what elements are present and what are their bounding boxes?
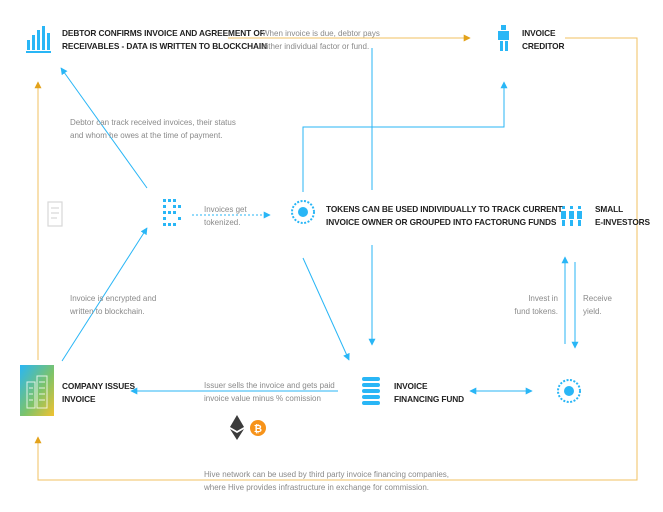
debtor-building-icon bbox=[26, 26, 51, 53]
debtor-track-note-line2: and whom he owes at the time of payment. bbox=[70, 131, 223, 140]
invoice-due-note: When invoice is due, debtor pays either … bbox=[262, 27, 380, 53]
fund-label-line2: FINANCING FUND bbox=[394, 394, 465, 404]
creditor-to-right-edge-line bbox=[34, 37, 638, 481]
tokens-label-line1: TOKENS CAN BE USED INDIVIDUALLY TO TRACK… bbox=[326, 204, 563, 214]
bitcoin-symbol: ₿ bbox=[254, 423, 262, 435]
invest-note-line1: Invest in bbox=[528, 294, 558, 303]
company-building-tile bbox=[20, 365, 54, 416]
tokenized-note-line2: tokenized. bbox=[204, 218, 241, 227]
debtor-label-line2: RECEIVABLES - DATA IS WRITTEN TO BLOCKCH… bbox=[62, 41, 267, 51]
tokens-to-fund-diagonal bbox=[302, 257, 350, 361]
investors-label-line2: E-INVESTORS bbox=[595, 217, 650, 227]
tokenizer-to-debtor-arrow bbox=[60, 67, 148, 189]
token-coin-icon bbox=[291, 200, 315, 224]
investors-label-line1: SMALL bbox=[595, 204, 624, 214]
invest-note-line2: fund tokens. bbox=[514, 307, 558, 316]
ethereum-icon bbox=[230, 415, 244, 440]
debtor-track-note: Debtor can track received invoices, thei… bbox=[70, 116, 236, 142]
fund-stack-icon bbox=[362, 377, 380, 405]
sells-note-line1: Issuer sells the invoice and gets paid bbox=[204, 381, 335, 390]
bitcoin-icon: ₿ bbox=[250, 420, 266, 436]
company-label-line2: INVOICE bbox=[62, 394, 96, 404]
gold-connectors bbox=[34, 34, 638, 481]
invoice-due-note-line1: When invoice is due, debtor pays bbox=[262, 29, 380, 38]
fund-label: INVOICE FINANCING FUND bbox=[394, 380, 464, 406]
creditor-label: INVOICE CREDITOR bbox=[522, 27, 564, 53]
debtor-label: DEBTOR CONFIRMS INVOICE AND AGREEMENT OF… bbox=[62, 27, 267, 53]
encrypted-note-line2: written to blockchain. bbox=[70, 307, 145, 316]
creditor-label-line1: INVOICE bbox=[522, 28, 556, 38]
sells-note: Issuer sells the invoice and gets paid i… bbox=[204, 379, 335, 405]
company-label: COMPANY ISSUES INVOICE bbox=[62, 380, 135, 406]
encrypted-note: Invoice is encrypted and written to bloc… bbox=[70, 292, 156, 318]
company-to-tokenizer-arrow bbox=[61, 227, 148, 362]
sells-note-line2: invoice value minus % comission bbox=[204, 394, 321, 403]
creditor-label-line2: CREDITOR bbox=[522, 41, 565, 51]
tokens-to-creditor-arrow bbox=[302, 81, 508, 192]
tokenized-note-line1: Invoices get bbox=[204, 205, 247, 214]
hive-note: Hive network can be used by third party … bbox=[204, 468, 449, 494]
invest-note: Invest in fund tokens. bbox=[500, 292, 558, 318]
investors-label: SMALL E-INVESTORS bbox=[595, 203, 650, 229]
tokenizer-chip-icon bbox=[163, 199, 181, 226]
fund-label-line1: INVOICE bbox=[394, 381, 428, 391]
company-label-line1: COMPANY ISSUES bbox=[62, 381, 135, 391]
document-icon bbox=[47, 201, 63, 227]
investor-coin-icon bbox=[557, 379, 581, 403]
creditor-person-icon bbox=[498, 25, 509, 51]
receive-note: Receive yield. bbox=[583, 292, 612, 318]
debtor-label-line1: DEBTOR CONFIRMS INVOICE AND AGREEMENT OF bbox=[62, 28, 265, 38]
hive-note-line2: where Hive provides infrastructure in ex… bbox=[204, 483, 429, 492]
receive-note-line1: Receive bbox=[583, 294, 612, 303]
tokenized-note: Invoices get tokenized. bbox=[204, 203, 247, 229]
investors-group-icon bbox=[561, 206, 582, 226]
tokens-label-line2: INVOICE OWNER OR GROUPED INTO FACTORUNG … bbox=[326, 217, 557, 227]
receive-note-line2: yield. bbox=[583, 307, 602, 316]
invoice-due-note-line2: either individual factor or fund. bbox=[262, 42, 370, 51]
hive-note-line1: Hive network can be used by third party … bbox=[204, 470, 450, 479]
debtor-track-note-line1: Debtor can track received invoices, thei… bbox=[70, 118, 236, 127]
blue-connectors bbox=[60, 48, 579, 395]
encrypted-note-line1: Invoice is encrypted and bbox=[70, 294, 157, 303]
tokens-label: TOKENS CAN BE USED INDIVIDUALLY TO TRACK… bbox=[326, 203, 563, 229]
